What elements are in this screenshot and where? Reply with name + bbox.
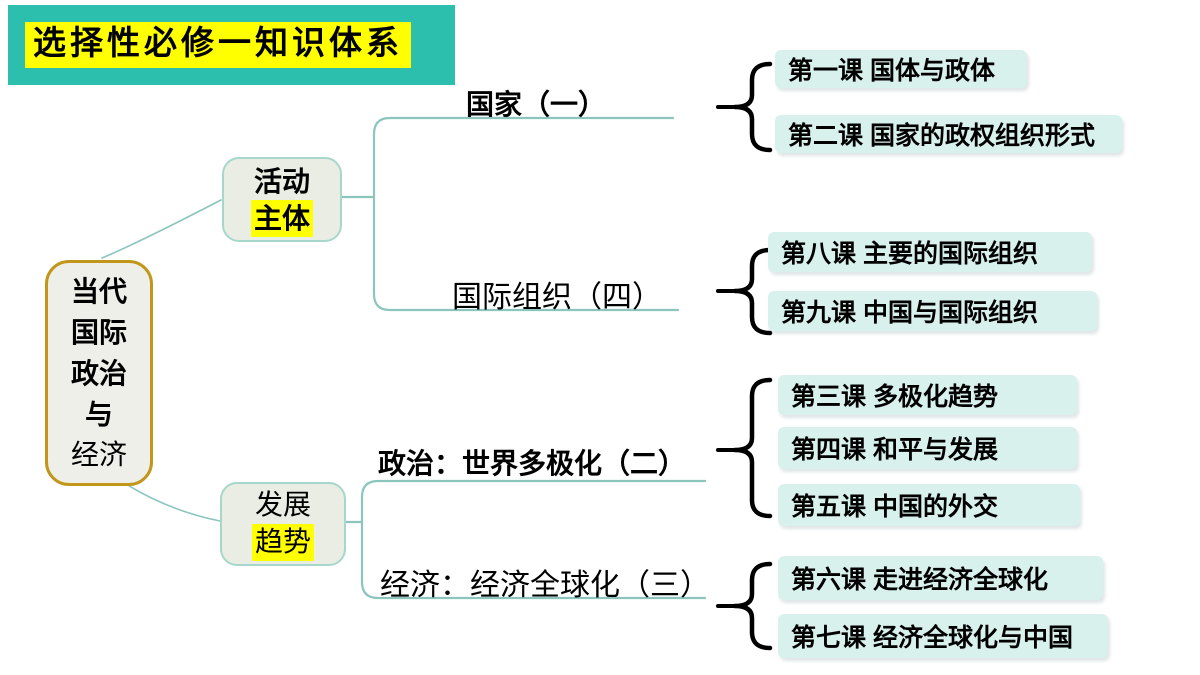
course-state-1: 第一课 国体与政体: [775, 50, 1027, 88]
root-node-line: 与: [84, 398, 113, 430]
trend-node: 发展 趋势: [220, 482, 346, 566]
course-politics-1: 第三课 多极化趋势: [778, 375, 1077, 415]
label-intl-org: 国际组织（四）: [452, 281, 662, 314]
brace-politics: [732, 377, 773, 519]
title-banner: 选择性必修一知识体系: [8, 5, 455, 85]
trend-node-line2-highlight: 趋势: [251, 524, 314, 561]
brace-economy: [732, 561, 773, 651]
root-node-line: 国际: [70, 316, 127, 348]
brace-state: [732, 61, 773, 153]
root-node-line: 当代: [70, 275, 127, 307]
course-state-2: 第二课 国家的政权组织形式: [775, 115, 1122, 153]
root-node: 当代 国际 政治 与 经济: [45, 260, 153, 486]
course-economy-1: 第六课 走进经济全球化: [778, 556, 1103, 600]
label-state: 国家（一）: [466, 89, 607, 120]
root-node-line: 经济: [70, 439, 127, 471]
activity-node: 活动 主体: [222, 157, 342, 242]
trend-node-line1: 发展: [254, 490, 311, 521]
brace-intl-org: [732, 247, 773, 336]
activity-node-line1: 活动: [253, 165, 310, 197]
course-politics-2: 第四课 和平与发展: [778, 427, 1077, 469]
label-politics: 政治：世界多极化（二）: [378, 448, 687, 479]
activity-node-line2-highlight: 主体: [250, 199, 313, 237]
slide-title: 选择性必修一知识体系: [25, 22, 411, 68]
root-node-line: 政治: [70, 357, 127, 389]
course-economy-2: 第七课 经济全球化与中国: [778, 614, 1108, 658]
course-intl-org-1: 第八课 主要的国际组织: [768, 232, 1092, 272]
label-economy: 经济：经济全球化（三）: [380, 569, 710, 602]
course-intl-org-2: 第九课 中国与国际组织: [768, 291, 1097, 331]
root-to-activity-curve: [101, 199, 222, 259]
course-politics-3: 第五课 中国的外交: [778, 484, 1080, 526]
